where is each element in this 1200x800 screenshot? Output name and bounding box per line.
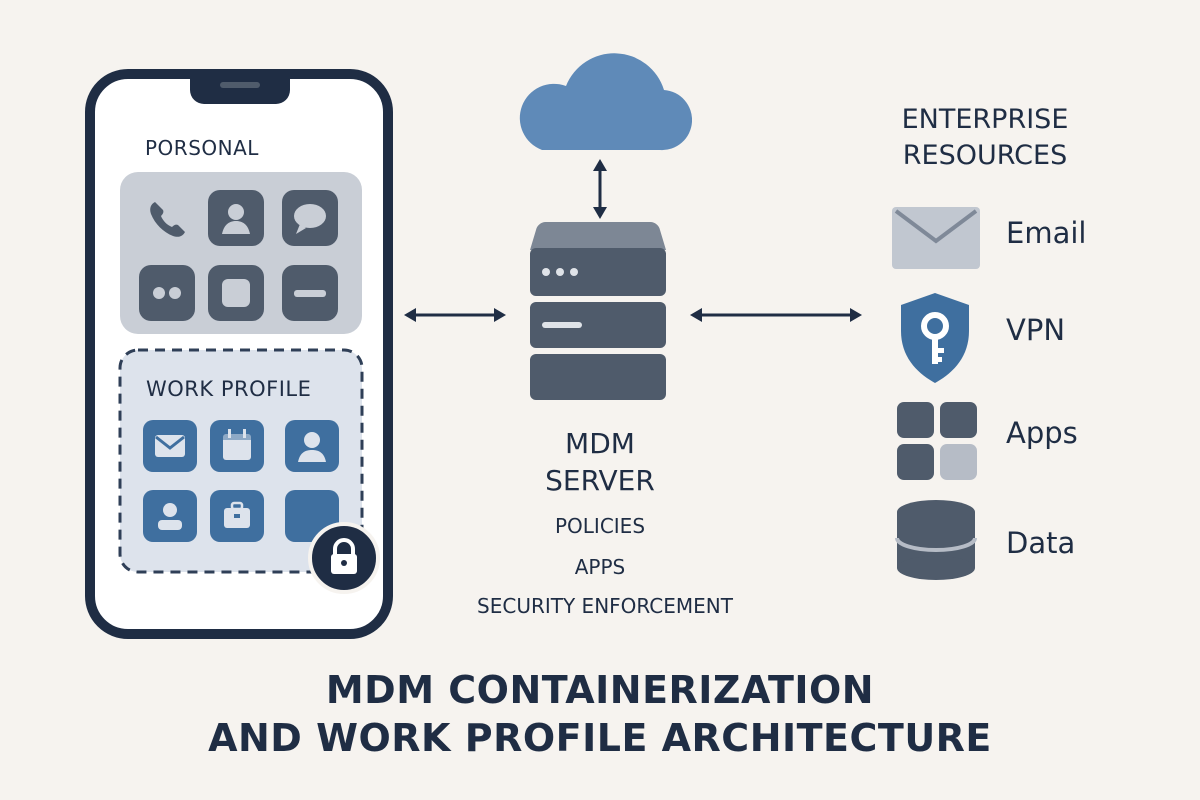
- contact-icon[interactable]: [285, 420, 339, 472]
- lock-icon: [308, 522, 380, 594]
- work-profile-label: WORK PROFILE: [146, 377, 312, 401]
- server-title-line2: SERVER: [545, 464, 655, 497]
- shield-key-icon: [901, 293, 969, 383]
- cloud-icon: [519, 53, 692, 151]
- resource-label-vpn: VPN: [1006, 313, 1066, 347]
- server-function-security: SECURITY ENFORCEMENT: [477, 594, 733, 618]
- phone-server-arrow: [404, 308, 506, 322]
- resource-label-apps: Apps: [1006, 416, 1078, 450]
- server-resources-arrow: [690, 308, 862, 322]
- contact-icon[interactable]: [208, 190, 264, 246]
- database-icon: [895, 500, 977, 580]
- resource-label-data: Data: [1006, 526, 1076, 560]
- server-function-apps: APPS: [574, 555, 626, 579]
- phone-speaker: [220, 82, 260, 88]
- user-icon[interactable]: [143, 490, 197, 542]
- calendar-icon[interactable]: [210, 420, 264, 472]
- dots-icon[interactable]: [139, 265, 195, 321]
- phone-icon[interactable]: [139, 190, 195, 246]
- resource-label-email: Email: [1006, 216, 1087, 250]
- message-icon[interactable]: [282, 190, 338, 246]
- envelope-icon: [892, 207, 980, 269]
- mail-icon[interactable]: [143, 420, 197, 472]
- cloud-server-arrow: [593, 159, 607, 219]
- briefcase-icon[interactable]: [210, 490, 264, 542]
- minus-icon[interactable]: [282, 265, 338, 321]
- enterprise-heading-line2: RESOURCES: [902, 140, 1068, 171]
- server-function-policies: POLICIES: [554, 514, 646, 538]
- server-rack-icon: [530, 222, 666, 400]
- footer-title-line2: AND WORK PROFILE ARCHITECTURE: [208, 716, 992, 760]
- footer-title-line1: MDM CONTAINERIZATION: [325, 668, 875, 712]
- enterprise-heading-line1: ENTERPRISE: [901, 104, 1069, 135]
- server-title-line1: MDM: [565, 427, 635, 460]
- square-icon[interactable]: [208, 265, 264, 321]
- app-grid-icon: [897, 402, 977, 480]
- personal-label: PORSONAL: [145, 136, 259, 160]
